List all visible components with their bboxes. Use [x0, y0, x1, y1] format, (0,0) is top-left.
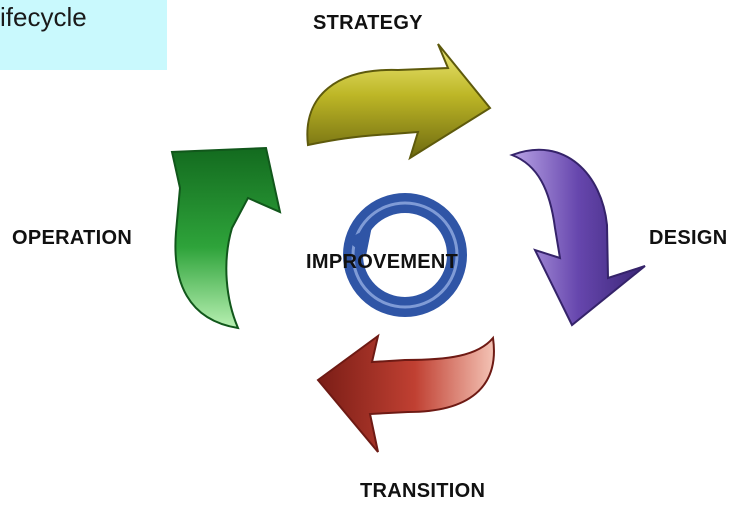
transition-arrow	[316, 333, 495, 453]
design-arrow	[509, 148, 646, 327]
strategy-label: STRATEGY	[313, 12, 423, 34]
improvement-arrowhead	[346, 226, 372, 256]
title-banner: ifecycle	[0, 0, 167, 70]
design-label: DESIGN	[649, 227, 728, 249]
improvement-ring	[343, 193, 467, 317]
operation-label: OPERATION	[12, 227, 133, 249]
strategy-arrow	[306, 43, 492, 161]
slide-title: ifecycle	[0, 2, 87, 32]
transition-label: TRANSITION	[360, 480, 486, 502]
operation-arrow	[170, 146, 282, 330]
improvement-label: IMPROVEMENT	[306, 251, 459, 273]
